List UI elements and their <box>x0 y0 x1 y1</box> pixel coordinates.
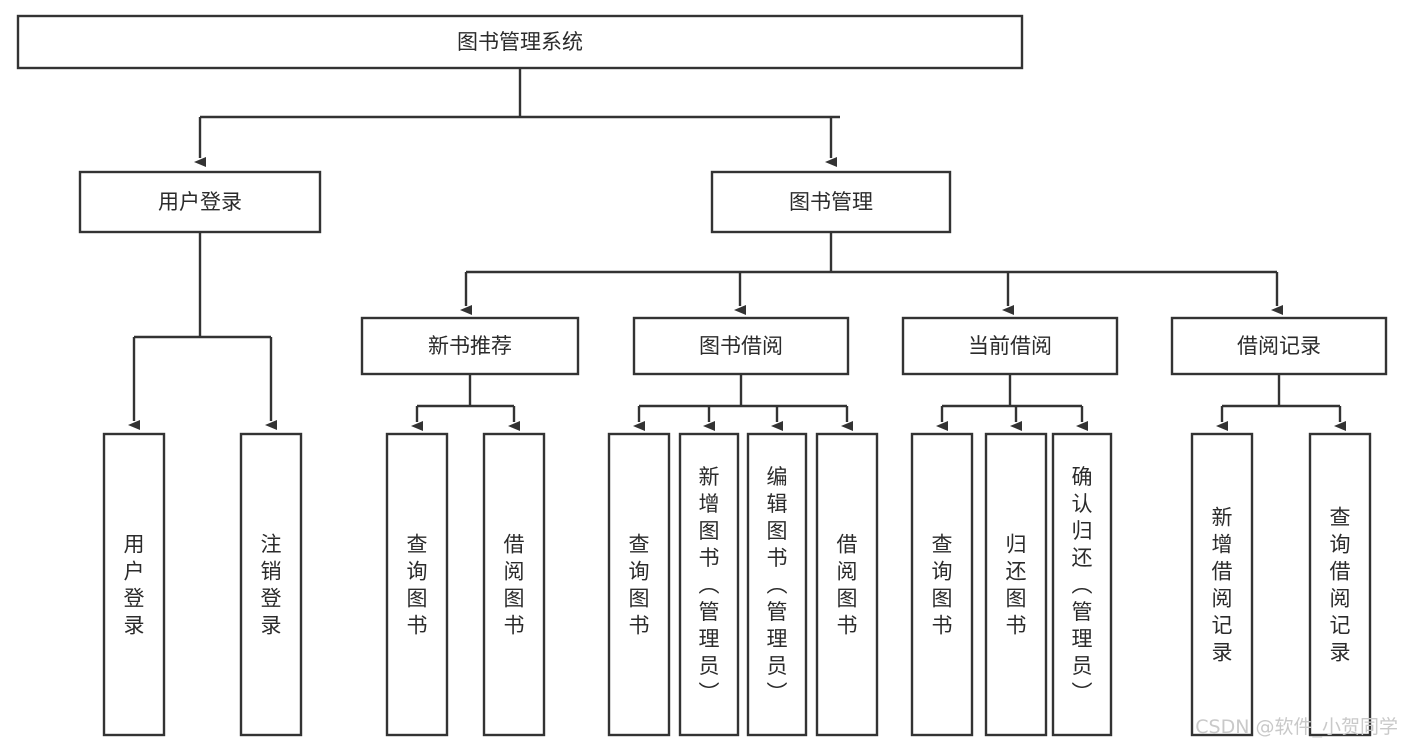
node-box[interactable] <box>1308 432 1372 737</box>
node-label: 查询图书 <box>629 533 650 638</box>
node-box[interactable] <box>910 432 974 737</box>
edges-root-to-level2 <box>194 68 840 167</box>
level3-node-0[interactable]: 新书推荐 <box>360 316 580 376</box>
node-label: 图书管理 <box>789 190 873 214</box>
node-label: 新增图书︵管理员︶ <box>699 465 720 705</box>
node-label: 查询借阅记录 <box>1330 506 1351 665</box>
node-label: 图书借阅 <box>699 334 783 358</box>
node-label: 借阅图书 <box>504 533 525 638</box>
leaf-node-10[interactable]: 确认归还︵管理员︶ <box>1051 432 1113 737</box>
leaf-node-6[interactable]: 编辑图书︵管理员︶ <box>746 432 808 737</box>
leaf-node-5[interactable]: 新增图书︵管理员︶ <box>678 432 740 737</box>
leaf-node-11[interactable]: 新增借阅记录 <box>1190 432 1254 737</box>
nodes-layer: 图书管理系统用户登录图书管理新书推荐图书借阅当前借阅借阅记录用户登录注销登录查询… <box>16 14 1388 737</box>
node-box[interactable] <box>746 432 808 737</box>
node-box[interactable] <box>239 432 303 737</box>
leaf-node-4[interactable]: 查询图书 <box>607 432 671 737</box>
node-box[interactable] <box>901 316 1119 376</box>
leaf-node-9[interactable]: 归还图书 <box>984 432 1048 737</box>
node-box[interactable] <box>1190 432 1254 737</box>
node-box[interactable] <box>678 432 740 737</box>
node-box[interactable] <box>385 432 449 737</box>
node-box[interactable] <box>482 432 546 737</box>
node-box[interactable] <box>360 316 580 376</box>
node-label: 借阅记录 <box>1237 334 1321 358</box>
node-label: 用户登录 <box>158 190 242 214</box>
node-label: 注销登录 <box>261 533 282 638</box>
edges-currentborrow-to-leaves <box>936 374 1088 431</box>
edges-borrowrecord-to-leaves <box>1216 374 1346 431</box>
node-label: 新增借阅记录 <box>1212 506 1233 665</box>
level2-node-1[interactable]: 图书管理 <box>710 170 952 234</box>
node-label: 查询图书 <box>932 533 953 638</box>
node-label: 图书管理系统 <box>457 30 583 54</box>
node-box[interactable] <box>1170 316 1388 376</box>
node-label: 当前借阅 <box>968 334 1052 358</box>
leaf-node-2[interactable]: 查询图书 <box>385 432 449 737</box>
edges-bookmanage-to-level3 <box>460 232 1283 315</box>
node-box[interactable] <box>102 432 166 737</box>
node-label: 用户登录 <box>124 533 145 638</box>
leaf-node-0[interactable]: 用户登录 <box>102 432 166 737</box>
node-label: 新书推荐 <box>428 334 512 358</box>
level2-node-0[interactable]: 用户登录 <box>78 170 322 234</box>
edges-newbookrec-to-leaves <box>411 374 520 431</box>
node-box[interactable] <box>632 316 850 376</box>
edges-userlogin-to-leaves <box>128 232 277 430</box>
node-box[interactable] <box>984 432 1048 737</box>
node-box[interactable] <box>16 14 1024 70</box>
leaf-node-3[interactable]: 借阅图书 <box>482 432 546 737</box>
edges-bookborrow-to-leaves <box>633 374 853 431</box>
csdn-watermark: CSDN @软件_小贺同学 <box>1195 716 1398 738</box>
node-label: 编辑图书︵管理员︶ <box>767 465 788 705</box>
level3-node-3[interactable]: 借阅记录 <box>1170 316 1388 376</box>
node-box[interactable] <box>1051 432 1113 737</box>
node-label: 查询图书 <box>407 533 428 638</box>
leaf-node-1[interactable]: 注销登录 <box>239 432 303 737</box>
leaf-node-8[interactable]: 查询图书 <box>910 432 974 737</box>
node-box[interactable] <box>78 170 322 234</box>
root-node-0[interactable]: 图书管理系统 <box>16 14 1024 70</box>
node-box[interactable] <box>815 432 879 737</box>
node-label: 归还图书 <box>1006 533 1027 638</box>
level3-node-2[interactable]: 当前借阅 <box>901 316 1119 376</box>
level3-node-1[interactable]: 图书借阅 <box>632 316 850 376</box>
leaf-node-7[interactable]: 借阅图书 <box>815 432 879 737</box>
node-label: 确认归还︵管理员︶ <box>1072 465 1093 705</box>
node-label: 借阅图书 <box>837 533 858 638</box>
node-box[interactable] <box>710 170 952 234</box>
leaf-node-12[interactable]: 查询借阅记录 <box>1308 432 1372 737</box>
node-box[interactable] <box>607 432 671 737</box>
